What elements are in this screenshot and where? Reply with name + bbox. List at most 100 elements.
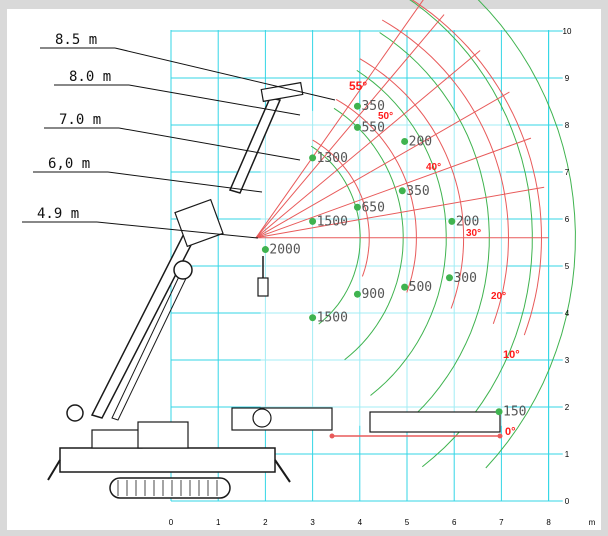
angle-ray bbox=[255, 50, 481, 239]
crane-machine-drawing bbox=[47, 81, 503, 499]
capacity-label: 150 bbox=[503, 405, 526, 420]
capacity-point bbox=[398, 187, 406, 195]
x-tick-label: 5 bbox=[405, 518, 410, 527]
turret bbox=[137, 421, 189, 449]
x-tick-label: 1 bbox=[216, 518, 221, 527]
angle-rays bbox=[255, 0, 549, 239]
angle-label: 0° bbox=[505, 426, 516, 438]
angle-label: 10° bbox=[503, 349, 520, 361]
leader-line bbox=[114, 47, 336, 101]
y-tick-label: 3 bbox=[565, 356, 570, 365]
capacity-point bbox=[309, 217, 317, 225]
outrigger-beam bbox=[369, 411, 501, 433]
x-unit-label: m bbox=[589, 518, 596, 527]
boom-length-label: 4.9 m bbox=[37, 206, 79, 222]
capacity-label: 200 bbox=[456, 214, 479, 229]
angle-label: 30° bbox=[466, 228, 481, 239]
capacity-label: 300 bbox=[453, 271, 476, 286]
capacity-label: 500 bbox=[409, 280, 432, 295]
boom-cylinder bbox=[111, 265, 191, 421]
boom-length-label: 7.0 m bbox=[59, 112, 101, 128]
boom-sheave bbox=[173, 260, 193, 280]
capacity-label: 1500 bbox=[317, 214, 348, 229]
engine-block bbox=[91, 429, 143, 449]
capacity-point bbox=[448, 217, 456, 225]
angle-label: 55° bbox=[349, 79, 367, 93]
capacity-point bbox=[401, 283, 409, 291]
x-tick-label: 8 bbox=[546, 518, 551, 527]
y-tick-label: 2 bbox=[565, 403, 570, 412]
capacity-point bbox=[353, 102, 361, 110]
capacity-label: 350 bbox=[406, 184, 429, 199]
leader-line bbox=[128, 84, 301, 116]
y-tick-label: 9 bbox=[565, 74, 570, 83]
outrigger-left bbox=[47, 459, 61, 481]
ground-mark bbox=[329, 433, 335, 439]
jib-head bbox=[260, 81, 304, 103]
angle-ray bbox=[255, 137, 532, 239]
capacity-point bbox=[309, 314, 317, 322]
capacity-label: 350 bbox=[361, 99, 384, 114]
y-tick-label: 8 bbox=[565, 121, 570, 130]
capacity-point bbox=[353, 290, 361, 298]
capacity-point bbox=[401, 137, 409, 145]
capacity-label: 2000 bbox=[269, 243, 300, 258]
x-tick-label: 7 bbox=[499, 518, 504, 527]
angle-label: 40° bbox=[426, 162, 441, 173]
ground-mark bbox=[497, 433, 503, 439]
boom-length-label: 8.5 m bbox=[55, 32, 97, 48]
boom-head bbox=[174, 198, 224, 248]
x-tick-label: 2 bbox=[263, 518, 268, 527]
capacity-point bbox=[495, 408, 503, 416]
outrigger-right bbox=[274, 459, 291, 483]
y-tick-label: 0 bbox=[565, 497, 570, 506]
sheave-extended bbox=[252, 408, 272, 428]
hook-path-curve bbox=[356, 69, 447, 396]
boom-length-label: 6,0 m bbox=[48, 156, 90, 172]
capacity-point bbox=[261, 246, 269, 254]
capacity-label: 900 bbox=[361, 287, 384, 302]
capacity-label: 1500 bbox=[317, 311, 348, 326]
leader-line bbox=[107, 171, 263, 193]
chassis bbox=[59, 447, 276, 473]
y-tick-label: 1 bbox=[565, 450, 570, 459]
hook-block bbox=[257, 277, 269, 297]
capacity-point bbox=[309, 154, 317, 162]
hook-path-curve bbox=[379, 32, 490, 432]
leader-line bbox=[118, 127, 301, 161]
work-area bbox=[260, 110, 507, 426]
capacity-point bbox=[445, 274, 453, 282]
hook-path-curve bbox=[477, 0, 576, 469]
capacity-label: 550 bbox=[361, 120, 384, 135]
capacity-label: 200 bbox=[409, 134, 432, 149]
y-tick-label: 5 bbox=[565, 262, 570, 271]
y-tick-label: 4 bbox=[565, 309, 570, 318]
boom-length-leaders bbox=[22, 47, 336, 239]
angle-ray bbox=[255, 91, 510, 239]
y-tick-label: 6 bbox=[565, 215, 570, 224]
leader-line bbox=[96, 221, 259, 239]
y-tick-label: 10 bbox=[563, 27, 572, 36]
turret-extended bbox=[231, 407, 333, 431]
capacity-point bbox=[353, 203, 361, 211]
boom-length-label: 8.0 m bbox=[69, 69, 111, 85]
angle-ray bbox=[255, 186, 545, 239]
x-tick-label: 4 bbox=[358, 518, 363, 527]
hook-path-curve bbox=[333, 107, 404, 361]
angle-label: 20° bbox=[491, 291, 506, 302]
capacity-label: 650 bbox=[361, 200, 384, 215]
angle-label: 50° bbox=[378, 111, 393, 122]
hook-path-curve bbox=[310, 145, 361, 325]
fly-jib bbox=[228, 97, 282, 194]
x-tick-label: 0 bbox=[169, 518, 174, 527]
hook-path-curve bbox=[409, 0, 533, 468]
angle-ray bbox=[255, 14, 445, 239]
base-sheave bbox=[66, 404, 84, 422]
capacity-point bbox=[353, 123, 361, 131]
capacity-label: 1300 bbox=[317, 151, 348, 166]
x-tick-label: 3 bbox=[310, 518, 315, 527]
working-radius-arcs bbox=[260, 0, 576, 469]
